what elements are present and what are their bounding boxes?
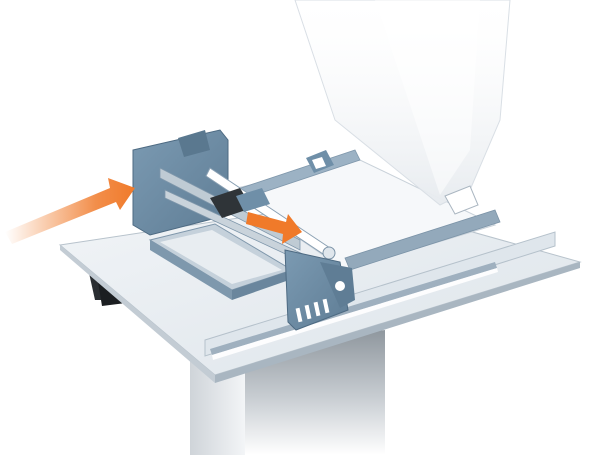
arrow-down-right-icon [246, 212, 302, 244]
arrow-right-icon [5, 178, 135, 244]
back-bracket [306, 150, 334, 173]
ghost-machine [294, 0, 511, 215]
scrap-tray [148, 223, 294, 300]
end-plate-slots [295, 298, 330, 323]
feeder-carriage [132, 129, 355, 331]
